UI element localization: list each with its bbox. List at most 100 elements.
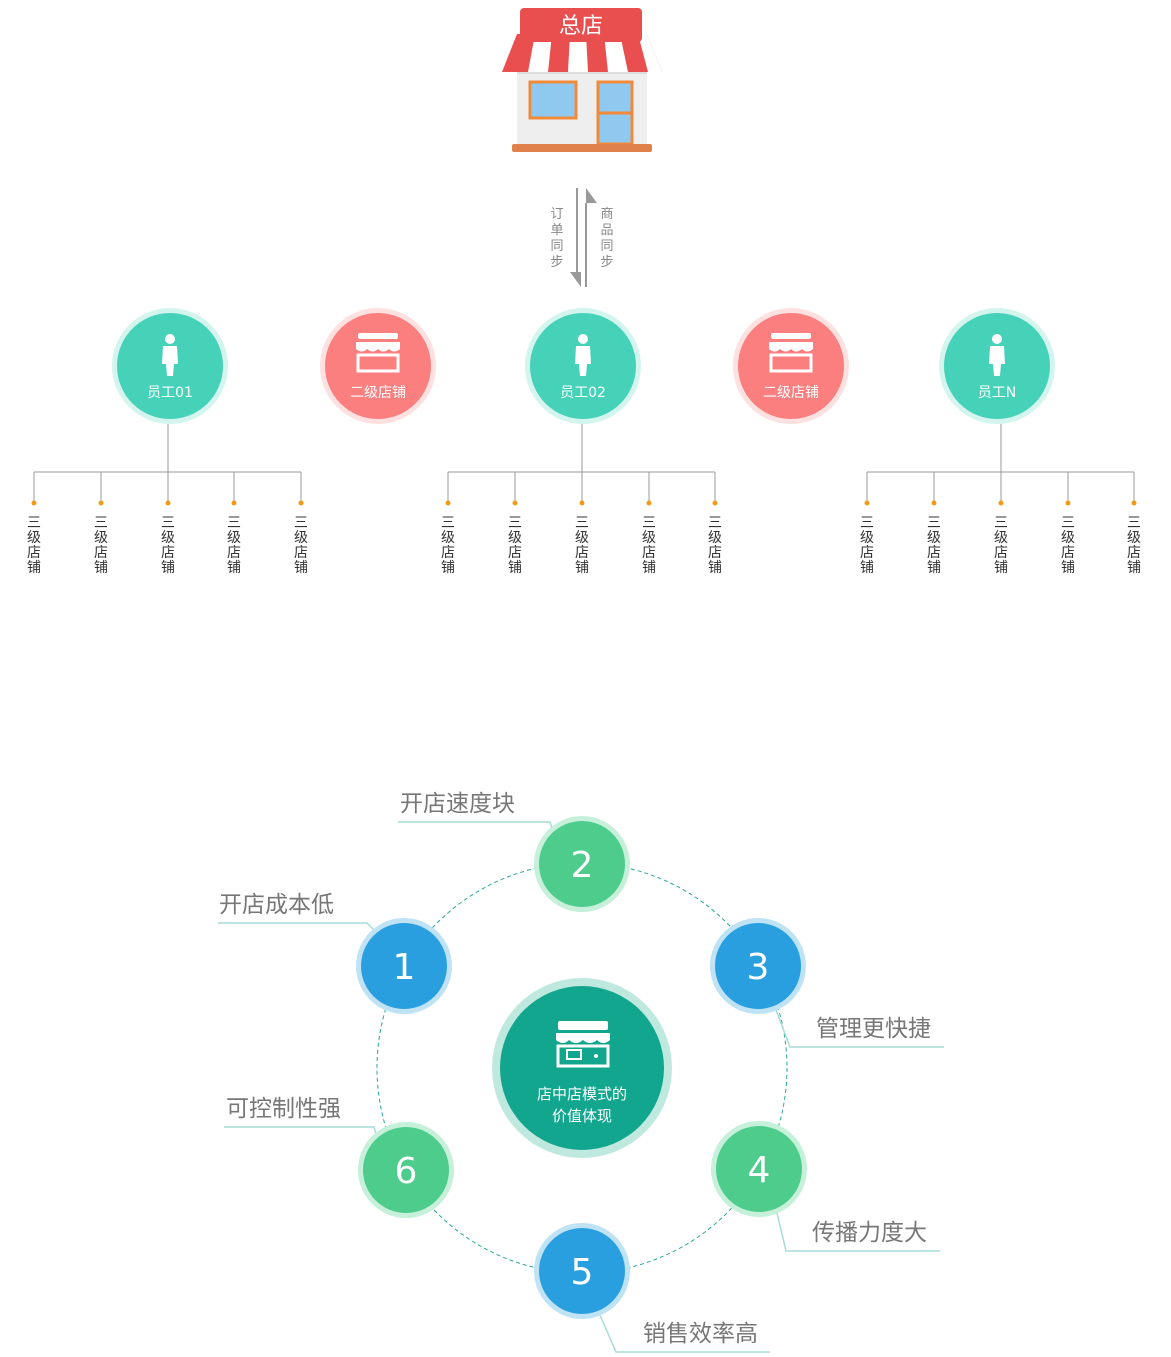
sync-up-char: 品 <box>600 223 613 238</box>
tertiary-store-char: 三 <box>1061 515 1075 531</box>
tertiary-store-char: 店 <box>575 545 589 561</box>
tertiary-store-char: 铺 <box>508 560 522 576</box>
person-icon <box>575 334 591 376</box>
value-item-label: 销售效率高 <box>643 1321 758 1347</box>
tertiary-store-char: 三 <box>708 515 722 531</box>
value-center-line2: 价值体现 <box>552 1107 612 1125</box>
value-item-label: 传播力度大 <box>812 1220 927 1246</box>
tertiary-store-char: 铺 <box>94 560 108 576</box>
sync-down-char: 单 <box>550 223 563 238</box>
tertiary-store-char: 三 <box>994 515 1008 531</box>
tertiary-store-char: 级 <box>294 530 308 546</box>
tertiary-store-char: 三 <box>575 515 589 531</box>
label-leader-line <box>776 1212 940 1252</box>
value-item-number: 2 <box>571 845 594 886</box>
person-icon <box>162 334 178 376</box>
sync-up-char: 步 <box>600 255 613 270</box>
tertiary-store-char: 级 <box>227 530 241 546</box>
store-icon <box>356 333 400 373</box>
sync-down-char: 步 <box>550 255 563 270</box>
tertiary-store-char: 级 <box>994 530 1008 546</box>
value-item-circle <box>716 1126 802 1212</box>
value-item-number: 6 <box>395 1151 418 1192</box>
sync-arrows <box>570 188 597 287</box>
label-leader-line <box>224 1126 377 1135</box>
value-item-circle <box>539 1228 625 1314</box>
value-cycle-ring <box>376 862 788 1274</box>
value-item: 2 开店速度块 <box>398 791 630 912</box>
tertiary-store-char: 铺 <box>708 560 722 576</box>
tertiary-store-char: 店 <box>294 545 308 561</box>
tertiary-store-char: 级 <box>575 530 589 546</box>
tertiary-store-char: 铺 <box>1127 560 1141 576</box>
label-leader-line <box>599 1314 770 1353</box>
value-item-number: 5 <box>571 1252 594 1293</box>
sync-down-char: 同 <box>550 239 563 254</box>
value-center-line1: 店中店模式的 <box>537 1085 627 1103</box>
node-label: 员工02 <box>560 385 606 401</box>
tertiary-store-char: 铺 <box>927 560 941 576</box>
tertiary-store-char: 店 <box>642 545 656 561</box>
tertiary-store-char: 铺 <box>27 560 41 576</box>
tertiary-store-char: 三 <box>294 515 308 531</box>
tertiary-store-char: 三 <box>1127 515 1141 531</box>
tertiary-store-char: 级 <box>1127 530 1141 546</box>
tertiary-store-char: 店 <box>860 545 874 561</box>
tertiary-store-char: 级 <box>27 530 41 546</box>
tertiary-store-char: 店 <box>227 545 241 561</box>
tertiary-store-char: 店 <box>27 545 41 561</box>
tertiary-store-char: 级 <box>927 530 941 546</box>
tertiary-store-char: 三 <box>27 515 41 531</box>
storefront-icon <box>556 1021 610 1068</box>
tertiary-store-char: 三 <box>927 515 941 531</box>
tertiary-store-char: 店 <box>994 545 1008 561</box>
tertiary-store-char: 铺 <box>441 560 455 576</box>
tertiary-store-char: 店 <box>708 545 722 561</box>
employee-node: 员工N <box>939 308 1055 424</box>
value-item-number: 1 <box>393 947 416 988</box>
sync-up-char: 同 <box>600 239 613 254</box>
label-leader-line <box>398 821 553 829</box>
tertiary-store-char: 铺 <box>575 560 589 576</box>
value-item-number: 3 <box>747 947 770 988</box>
tertiary-store-char: 铺 <box>994 560 1008 576</box>
store-icon <box>769 333 813 373</box>
tertiary-store-char: 铺 <box>227 560 241 576</box>
value-item-label: 可控制性强 <box>226 1096 341 1122</box>
tertiary-store-char: 铺 <box>642 560 656 576</box>
tertiary-store-char: 级 <box>161 530 175 546</box>
value-item-label: 开店速度块 <box>400 791 515 817</box>
tertiary-store-char: 铺 <box>294 560 308 576</box>
label-leader-line <box>775 1009 944 1048</box>
sync-up-char: 商 <box>600 207 613 222</box>
tertiary-store-char: 三 <box>161 515 175 531</box>
tertiary-store-char: 铺 <box>860 560 874 576</box>
tertiary-store-char: 店 <box>1061 545 1075 561</box>
value-item: 4 传播力度大 <box>711 1121 940 1252</box>
secondary-store-node: 二级店铺 <box>320 308 436 424</box>
person-icon <box>989 334 1005 376</box>
employee-node: 员工02 <box>525 308 641 424</box>
tertiary-store-char: 级 <box>441 530 455 546</box>
value-item-number: 4 <box>748 1150 771 1191</box>
node-label: 二级店铺 <box>350 385 406 401</box>
tertiary-stores: 三级店铺三级店铺三级店铺三级店铺三级店铺三级店铺三级店铺三级店铺三级店铺三级店铺… <box>27 424 1141 576</box>
value-item: 5 销售效率高 <box>534 1223 770 1353</box>
node-label: 二级店铺 <box>763 385 819 401</box>
tertiary-store-char: 三 <box>94 515 108 531</box>
label-leader-line <box>218 922 375 931</box>
hq-label: 总店 <box>559 14 603 39</box>
tertiary-store-char: 店 <box>161 545 175 561</box>
